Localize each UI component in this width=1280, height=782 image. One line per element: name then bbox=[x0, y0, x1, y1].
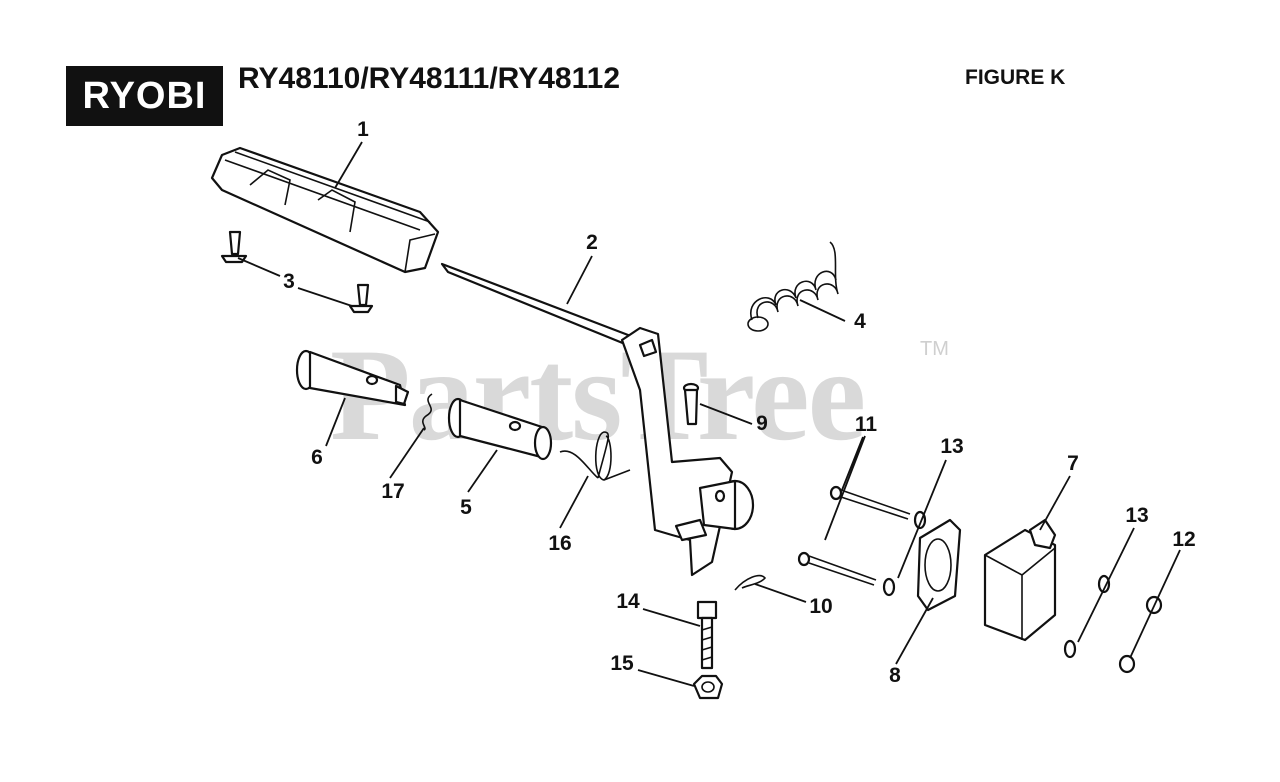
callout-3: 3 bbox=[283, 270, 295, 293]
watermark-trademark: TM bbox=[920, 338, 949, 360]
part-5-sleeve bbox=[447, 397, 553, 461]
part-7-switch-housing bbox=[983, 518, 1057, 642]
callout-14: 14 bbox=[616, 590, 640, 613]
callout-5: 5 bbox=[460, 496, 472, 519]
brand-logo: RYOBI bbox=[66, 66, 223, 126]
callout-6: 6 bbox=[311, 446, 323, 469]
callout-11: 11 bbox=[854, 413, 878, 436]
part-15-flange-nut bbox=[692, 674, 724, 700]
callout-13b: 13 bbox=[1125, 504, 1149, 527]
part-9-pin bbox=[682, 382, 700, 426]
part-3-screws bbox=[220, 230, 374, 314]
part-16-torsion-spring bbox=[559, 431, 631, 481]
callout-17: 17 bbox=[381, 480, 405, 503]
callout-8: 8 bbox=[889, 664, 901, 687]
callout-15: 15 bbox=[610, 652, 634, 675]
callout-9: 9 bbox=[756, 412, 768, 435]
callout-12: 12 bbox=[1172, 528, 1196, 551]
part-17-clip bbox=[422, 393, 433, 431]
part-8-gasket bbox=[916, 518, 962, 612]
brand-logo-text: RYOBI bbox=[82, 74, 207, 117]
part-11-bolts bbox=[797, 485, 911, 586]
callout-16: 16 bbox=[548, 532, 572, 555]
part-2-lever-arm bbox=[440, 262, 755, 577]
part-10-hairpin bbox=[734, 574, 767, 591]
part-4-spring bbox=[747, 241, 839, 332]
callout-4: 4 bbox=[854, 310, 866, 333]
callout-7: 7 bbox=[1067, 452, 1079, 475]
watermark: PartsTree bbox=[330, 321, 866, 468]
callout-13a: 13 bbox=[940, 435, 964, 458]
leader-lines bbox=[237, 141, 1181, 687]
model-title: RY48110/RY48111/RY48112 bbox=[238, 62, 621, 95]
part-1-handle-grip bbox=[210, 146, 440, 274]
figure-label: FIGURE K bbox=[965, 66, 1066, 89]
part-6-clevis-pin bbox=[295, 349, 410, 407]
part-14-bolt bbox=[696, 600, 718, 670]
callout-1: 1 bbox=[357, 118, 369, 141]
callout-10: 10 bbox=[809, 595, 833, 618]
callout-2: 2 bbox=[586, 231, 598, 254]
